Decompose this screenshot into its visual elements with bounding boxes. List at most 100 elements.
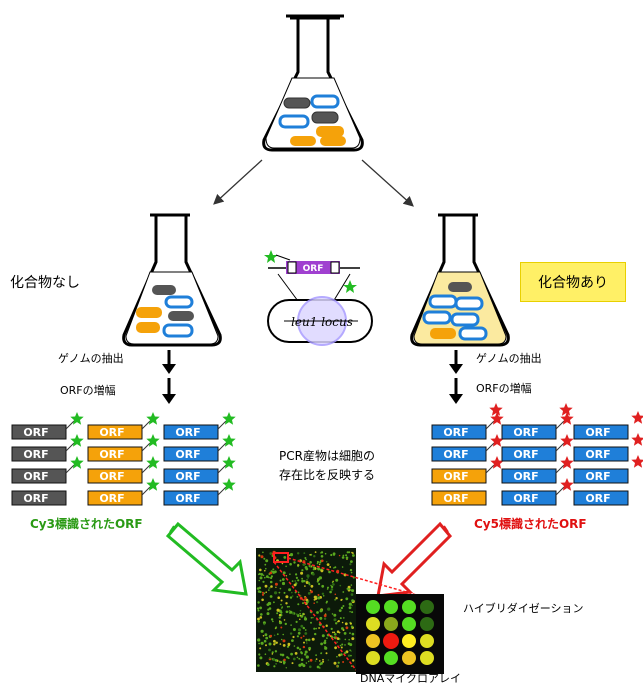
label-star-icon (490, 412, 504, 425)
orf-block (163, 490, 219, 506)
orf-block (501, 468, 557, 484)
orf-label: ORF (443, 448, 468, 461)
microarray-chip (256, 548, 421, 672)
pcr-note: PCR産物は細胞の 存在比を反映する (262, 447, 392, 485)
label-star-icon (146, 412, 160, 425)
orf-label: ORF (443, 426, 468, 439)
right-flask (410, 213, 510, 347)
orf-label: ORF (585, 492, 610, 505)
left-orf-grid: ORF ORF ORF ORF ORF ORF ORF ORF ORF ORF ORF ORF (11, 412, 236, 506)
left-flask (122, 213, 222, 347)
orf-block (573, 446, 629, 462)
label-star-icon (222, 412, 236, 425)
label-orf-amplify-left: ORFの増幅 (60, 384, 116, 397)
orf-block (431, 490, 487, 506)
right-down-arrows (449, 350, 463, 404)
orf-label: ORF (585, 470, 610, 483)
orf-label: ORF (443, 470, 468, 483)
orf-block (87, 424, 143, 440)
orf-label: ORF (99, 470, 124, 483)
orf-label: ORF (99, 448, 124, 461)
label-star-icon (490, 456, 504, 469)
pcr-note-line1: PCR産物は細胞の (279, 449, 375, 463)
orf-block (11, 490, 67, 506)
orf-block (501, 424, 557, 440)
label-star-icon (222, 456, 236, 469)
orf-block (87, 446, 143, 462)
orf-label: ORF (443, 492, 468, 505)
orf-block (573, 424, 629, 440)
orf-label: ORF (513, 470, 538, 483)
label-microarray: DNAマイクロアレイ (360, 672, 462, 685)
orf-label: ORF (513, 448, 538, 461)
orf-block (163, 424, 219, 440)
construct-orf-label: ORF (303, 264, 324, 274)
label-star-icon (222, 478, 236, 491)
orf-label: ORF (99, 492, 124, 505)
locus-label: leu1 locus (291, 315, 353, 329)
label-star-icon (70, 412, 84, 425)
label-star-icon (560, 434, 574, 447)
orf-label: ORF (175, 470, 200, 483)
orf-block (11, 446, 67, 462)
microarray-zoom (356, 594, 444, 674)
orf-label: ORF (23, 448, 48, 461)
orf-block (431, 468, 487, 484)
arrow-top-right (361, 159, 414, 207)
label-hybridization: ハイブリダイゼーション (463, 602, 584, 615)
label-no-compound: 化合物なし (10, 275, 80, 291)
label-star-icon (146, 478, 160, 491)
orf-block (573, 468, 629, 484)
label-star-icon (560, 478, 574, 491)
label-with-compound: 化合物あり (520, 262, 626, 302)
red-hollow-arrow (376, 521, 453, 598)
orf-label: ORF (585, 448, 610, 461)
right-orf-grid: ORF ORF ORF ORF ORF ORF ORF ORF ORF ORF ORF ORF (431, 403, 643, 506)
top-flask-cells (278, 94, 346, 146)
orf-block (431, 424, 487, 440)
label-star-icon (560, 456, 574, 469)
orf-block (87, 490, 143, 506)
left-down-arrows (162, 350, 176, 404)
label-cy3: Cy3標識されたORF (30, 517, 143, 531)
pcr-note-line2: 存在比を反映する (278, 468, 375, 482)
label-star-icon (70, 456, 84, 469)
orf-label: ORF (175, 426, 200, 439)
orf-block (501, 446, 557, 462)
label-star-icon (560, 412, 574, 425)
orf-label: ORF (23, 492, 48, 505)
label-star-icon (489, 403, 503, 416)
orf-block (501, 490, 557, 506)
top-flask (262, 14, 364, 152)
label-star-icon (70, 434, 84, 447)
integration-construct: ORF leu1 locus (264, 250, 373, 346)
label-star-icon (559, 403, 573, 416)
label-star-icon (222, 434, 236, 447)
orf-label: ORF (23, 426, 48, 439)
label-star-icon (146, 456, 160, 469)
orf-block (573, 490, 629, 506)
orf-label: ORF (23, 470, 48, 483)
orf-block (163, 468, 219, 484)
label-genome-extract-right: ゲノムの抽出 (476, 352, 542, 365)
arrow-top-left (213, 159, 263, 205)
orf-block (431, 446, 487, 462)
label-genome-extract-left: ゲノムの抽出 (58, 352, 124, 365)
orf-label: ORF (585, 426, 610, 439)
label-star-icon (490, 434, 504, 447)
orf-block (11, 424, 67, 440)
orf-label: ORF (175, 492, 200, 505)
orf-label: ORF (99, 426, 124, 439)
label-star-icon (631, 455, 643, 468)
orf-block (11, 468, 67, 484)
label-cy5: Cy5標識されたORF (474, 517, 587, 531)
label-star-icon (631, 433, 643, 446)
orf-block (87, 468, 143, 484)
orf-label: ORF (175, 448, 200, 461)
orf-label: ORF (513, 492, 538, 505)
label-star-icon (631, 411, 643, 424)
label-star-icon (146, 434, 160, 447)
orf-label: ORF (513, 426, 538, 439)
label-orf-amplify-right: ORFの増幅 (476, 382, 532, 395)
